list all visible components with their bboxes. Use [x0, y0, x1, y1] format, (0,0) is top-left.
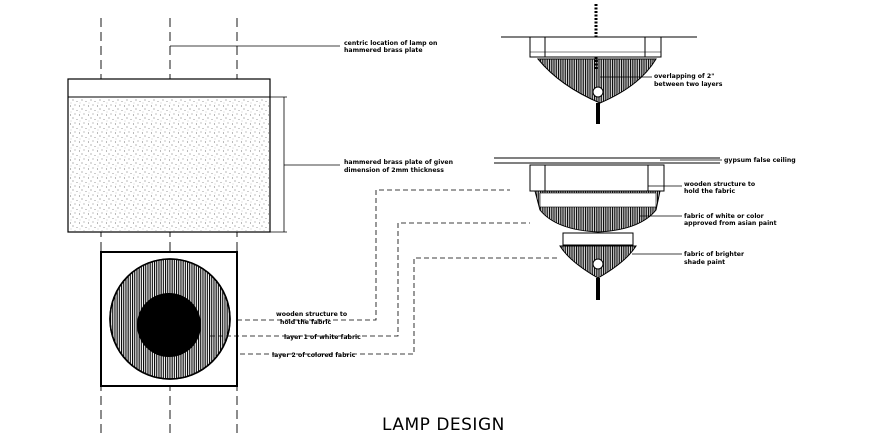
lamp-elevation-bottom	[494, 157, 720, 300]
plate-dimension-line	[270, 96, 287, 233]
label-white-fabric-1: fabric of white or color	[684, 213, 765, 220]
label-white-fabric-2: approved from asian paint	[684, 220, 777, 227]
annotation-labels: centric location of lamp on hammered bra…	[272, 40, 796, 359]
label-wooden-plan-1: wooden structure to	[276, 311, 347, 318]
leaders-right	[632, 159, 722, 255]
label-overlap-2: between two layers	[654, 81, 723, 88]
label-wooden-elev-1: wooden structure to	[684, 181, 755, 188]
label-layer-2: layer 2 of colored fabric	[272, 352, 356, 359]
label-wooden-plan-2: hold the fabric	[280, 319, 332, 326]
label-brass-2: dimension of 2mm thickness	[344, 167, 444, 174]
label-brass-1: hammered brass plate of given	[344, 159, 453, 166]
brass-plate-plan	[67, 78, 271, 233]
lamp-elevation-top	[501, 4, 697, 124]
label-gypsum: gypsum false ceiling	[724, 157, 796, 164]
drawing-title: LAMP DESIGN	[382, 415, 505, 435]
label-layer-1: layer 1 of white fabric	[284, 334, 361, 341]
label-centric-2: hammered brass plate	[344, 47, 423, 54]
leaders-left	[170, 45, 560, 355]
label-wooden-elev-2: hold the fabric	[684, 188, 736, 195]
label-brighter-1: fabric of brighter	[684, 251, 745, 258]
lamp-plan-view	[100, 251, 238, 387]
label-brighter-2: shade paint	[684, 259, 725, 266]
label-centric-1: centric location of lamp on	[344, 40, 437, 47]
label-overlap-1: overlapping of 2"	[654, 73, 714, 80]
